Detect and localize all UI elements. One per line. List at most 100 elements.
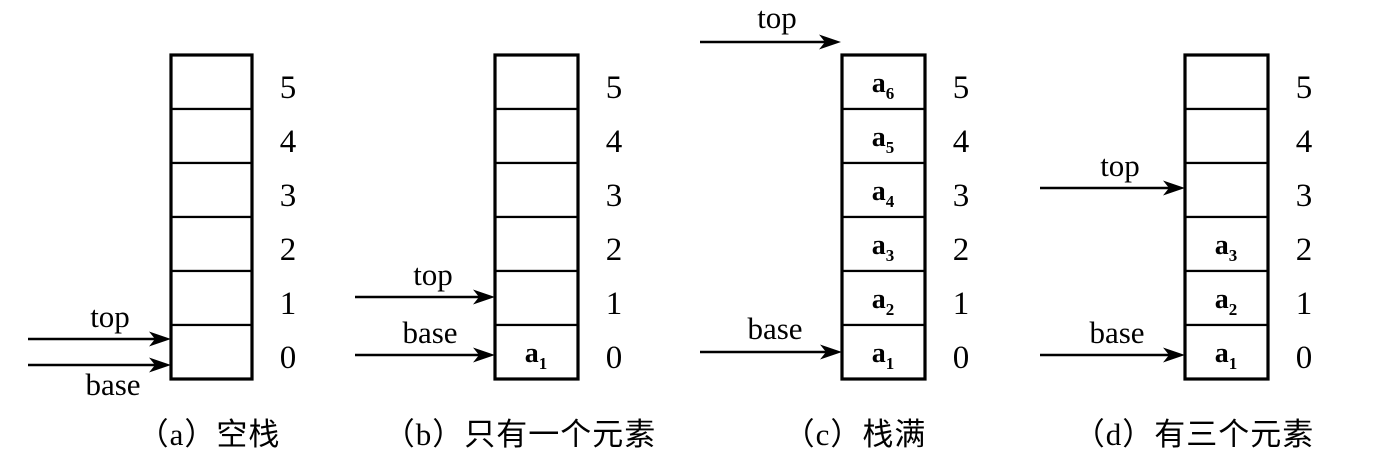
panel-d-cell-5 <box>1183 53 1270 111</box>
panel-d: a3 a2 a1 5 4 3 2 1 0 top base （d）有三个元素 <box>1040 53 1315 452</box>
panel-a-base-label: base <box>85 367 140 402</box>
panel-b-cell-2 <box>493 215 580 273</box>
panel-c-cell-4-sub: 5 <box>886 138 895 157</box>
panel-c-index-5: 5 <box>953 70 970 106</box>
panel-b-index-1: 1 <box>606 286 623 322</box>
panel-b-index-5: 5 <box>606 70 623 106</box>
panel-a-base-pointer: base <box>28 357 171 402</box>
panel-b-cell-3 <box>493 161 580 219</box>
panel-c-cell-1-base: a <box>872 284 886 315</box>
panel-a-index-5: 5 <box>280 70 297 106</box>
panel-a-index-1: 1 <box>280 286 297 322</box>
panel-d-cell-1-base: a <box>1215 284 1229 315</box>
panel-b-stack-outline <box>493 53 580 381</box>
panel-c-cell-1-value: a2 <box>872 284 895 319</box>
panel-c-cell-5-sub: 6 <box>886 84 895 103</box>
panel-b-index-3: 3 <box>606 178 623 214</box>
panel-c-index-4: 4 <box>953 124 970 160</box>
panel-b-caption: （b）只有一个元素 <box>384 417 657 452</box>
panel-d-top-pointer: top <box>1040 148 1185 196</box>
panel-c-index-3: 3 <box>953 178 970 214</box>
panel-c-cell-0-base: a <box>872 338 886 369</box>
panel-c-stack <box>840 53 927 381</box>
panel-d-index-0: 0 <box>1296 340 1313 376</box>
panel-a-stack-outline <box>169 53 254 381</box>
panel-b-cell-0-value: a1 <box>525 338 548 373</box>
panel-a: 5 4 3 2 1 0 top base （a）空栈 <box>28 53 297 452</box>
panel-a-top-pointer: top <box>28 299 171 347</box>
panel-d-cell-4 <box>1183 107 1270 165</box>
panel-c-base-label: base <box>747 311 802 346</box>
panel-d-caption: （d）有三个元素 <box>1074 417 1315 452</box>
panel-d-cell-1-sub: 2 <box>1229 300 1238 319</box>
panel-a-cell-0 <box>169 323 254 381</box>
panel-d-cell-2-sub: 3 <box>1229 246 1238 265</box>
panel-b-base-pointer: base <box>355 315 495 363</box>
panel-a-cell-4 <box>169 107 254 165</box>
panel-d-cell-0-base: a <box>1215 338 1229 369</box>
panel-a-top-label: top <box>90 299 130 334</box>
panel-d-top-label: top <box>1100 148 1140 183</box>
panel-d-base-pointer: base <box>1040 315 1185 363</box>
panel-c-cell-3-sub: 4 <box>886 192 895 211</box>
panel-a-caption: （a）空栈 <box>138 417 281 452</box>
panel-c-cell-5-base: a <box>872 68 886 99</box>
panel-c-base-pointer: base <box>700 311 842 360</box>
panel-c-index-2: 2 <box>953 232 970 268</box>
panel-b-base-label: base <box>402 315 457 350</box>
panel-d-base-label: base <box>1089 315 1144 350</box>
panel-a-cell-1 <box>169 269 254 327</box>
panel-a-index-4: 4 <box>280 124 297 160</box>
panel-c-cell-1-sub: 2 <box>886 300 895 319</box>
panel-d-index-1: 1 <box>1296 286 1313 322</box>
panel-c: a6 a5 a4 a3 a2 a1 5 4 3 2 1 0 top base （… <box>700 0 969 452</box>
panel-b-cell-5 <box>493 53 580 111</box>
panel-b-stack <box>493 53 580 381</box>
panel-d-cell-2-base: a <box>1215 230 1229 261</box>
panel-b-cell-0-base: a <box>525 338 539 369</box>
panel-c-cell-2-value: a3 <box>872 230 895 265</box>
panel-a-index-0: 0 <box>280 340 297 376</box>
panel-d-index-4: 4 <box>1296 124 1313 160</box>
panel-d-cell-0 <box>1183 323 1270 381</box>
panel-d-cell-3 <box>1183 161 1270 219</box>
panel-b-cell-0 <box>493 323 580 381</box>
panel-d-index-2: 2 <box>1296 232 1313 268</box>
panel-a-index-3: 3 <box>280 178 297 214</box>
panel-c-cell-4-base: a <box>872 122 886 153</box>
panel-c-top-pointer: top <box>700 0 841 50</box>
panel-b-top-pointer: top <box>355 257 495 305</box>
panel-d-stack <box>1183 53 1270 381</box>
panel-c-cell-4-value: a5 <box>872 122 895 157</box>
panel-c-top-label: top <box>757 0 797 35</box>
panel-c-cell-3-base: a <box>872 176 886 207</box>
panel-c-cell-0-value: a1 <box>872 338 895 373</box>
panel-c-index-1: 1 <box>953 286 970 322</box>
panel-a-cell-3 <box>169 161 254 219</box>
panel-a-cell-5 <box>169 53 254 111</box>
panel-b-cell-4 <box>493 107 580 165</box>
panel-c-cell-2-base: a <box>872 230 886 261</box>
panel-b-index-4: 4 <box>606 124 623 160</box>
panel-a-stack <box>169 53 254 381</box>
panel-c-cell-5-value: a6 <box>872 68 895 103</box>
panel-c-caption: （c）栈满 <box>784 417 927 452</box>
panel-c-cell-0-sub: 1 <box>886 354 895 373</box>
panel-b-index-0: 0 <box>606 340 623 376</box>
panel-b-index-2: 2 <box>606 232 623 268</box>
panel-b: a1 5 4 3 2 1 0 top base （b）只有一个元素 <box>355 53 657 452</box>
panel-d-cell-2-value: a3 <box>1215 230 1238 265</box>
panel-c-cell-2-sub: 3 <box>886 246 895 265</box>
panel-a-cell-2 <box>169 215 254 273</box>
panel-c-index-0: 0 <box>953 340 970 376</box>
panel-d-index-5: 5 <box>1296 70 1313 106</box>
panel-b-cell-0-sub: 1 <box>539 354 548 373</box>
panel-c-stack-outline <box>840 53 927 381</box>
panel-d-cell-0-sub: 1 <box>1229 354 1238 373</box>
panel-b-top-label: top <box>413 257 453 292</box>
panel-b-cell-1 <box>493 269 580 327</box>
panel-d-cell-1 <box>1183 269 1270 327</box>
panel-d-cell-0-value: a1 <box>1215 338 1238 373</box>
